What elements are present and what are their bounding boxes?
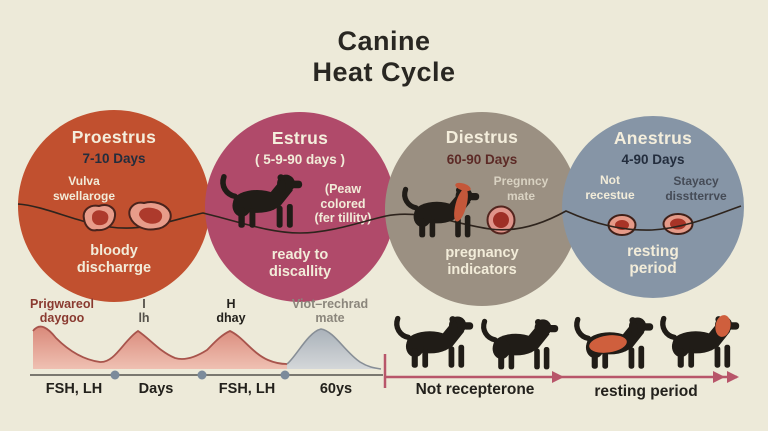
page-title: Canine Heat Cycle	[0, 26, 768, 88]
phase-name: Diestrus	[445, 127, 519, 147]
title-line-2: Heat Cycle	[312, 57, 456, 87]
axis-label-fsh-lh-1: FSH, LH	[45, 381, 103, 397]
hormone-wave-gray-stroke	[286, 328, 382, 370]
hormone-wave-pink-stroke	[32, 325, 288, 365]
phase-bottom-note: pregnancy indicators	[445, 245, 519, 278]
curve-label-1: Prigwareol daygoo	[30, 297, 94, 325]
bottom-dog-3-red-belly	[589, 335, 627, 353]
arrowhead-icon	[552, 371, 564, 383]
phase-name: Anestrus	[613, 128, 693, 148]
phase-side-note: Vulva swellaroge	[52, 174, 116, 203]
phase-duration: 7-10 Days	[82, 151, 146, 166]
title-line-1: Canine	[337, 26, 431, 56]
phase-bottom-note: resting period	[627, 243, 679, 277]
phase-circle-anestrus: Anestrus 4-90 Days Not recestue Stayacy …	[562, 116, 744, 298]
axis-dot	[197, 370, 207, 380]
phase-circle-diestrus: Diestrus 60-90 Days Pregnncy mate pregna…	[385, 112, 579, 306]
bottom-dog-icon-1	[397, 316, 473, 368]
phase-bottom-note: ready to discallity	[268, 247, 332, 280]
arrow-label-resting-period: resting period	[594, 383, 698, 400]
curve-label-3: H dhay	[216, 297, 246, 325]
axis-label-fsh-lh-2: FSH, LH	[218, 381, 276, 397]
phase-name: Proestrus	[71, 127, 157, 147]
axis-label-60ys: 60ys	[319, 381, 353, 397]
axis-dot	[280, 370, 290, 380]
phase-side-note-right: Stayacy disstterrve	[665, 174, 727, 203]
phase-side-note: Pregnncy mate	[493, 174, 549, 203]
axis-dot	[110, 370, 120, 380]
phase-circle-estrus: Estrus ( 5-9-90 days ) (Peaw colored (fe…	[205, 112, 395, 302]
hormone-wave-gray	[287, 329, 381, 369]
curve-label-2: I lh	[138, 297, 150, 325]
axis-label-days: Days	[138, 381, 174, 397]
hormone-wave-pink	[33, 326, 287, 369]
phase-duration: 60-90 Days	[446, 152, 518, 167]
arrowhead-icon	[727, 371, 739, 383]
bottom-dog-icon-4	[663, 316, 739, 368]
bottom-dog-4-red-head	[715, 315, 731, 337]
bottom-dog-icon-2	[484, 319, 559, 369]
phase-side-note: (Peaw colored (fer tillity)	[314, 182, 372, 225]
curve-label-4: Viot–rechrad mate	[291, 297, 369, 325]
bottom-dog-icon-3	[577, 317, 653, 369]
phase-circle-proestrus: Proestrus 7-10 Days Vulva swellaroge blo…	[18, 110, 210, 302]
phase-name: Estrus	[271, 128, 329, 148]
arrow-label-not-recepterone: Not recepterone	[415, 381, 535, 398]
arrowhead-icon	[713, 371, 725, 383]
phase-duration: 4-90 Days	[621, 152, 685, 167]
phase-duration: ( 5-9-90 days )	[254, 152, 346, 167]
phase-side-note-left: Not recestue	[585, 173, 635, 202]
phase-bottom-note: bloody discharrge	[76, 243, 152, 276]
